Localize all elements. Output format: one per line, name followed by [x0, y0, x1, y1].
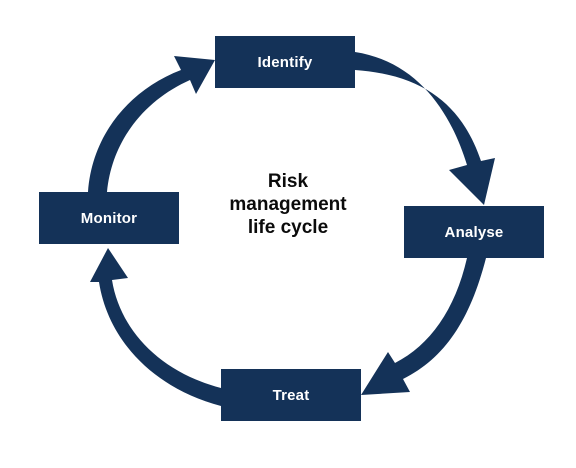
center-title-line-2: management [229, 194, 347, 215]
stage-box-identify: Identify [215, 36, 355, 88]
center-title: Risk management life cycle [178, 170, 398, 239]
stage-label-analyse: Analyse [444, 223, 504, 241]
stage-box-monitor: Monitor [39, 192, 179, 244]
stage-box-analyse: Analyse [404, 206, 544, 258]
center-title-line-1: Risk [267, 171, 309, 192]
arrow-identify-to-analyse [355, 52, 495, 205]
arrow-treat-to-monitor [90, 248, 221, 406]
center-title-line-3: life cycle [247, 217, 329, 238]
arrow-monitor-to-identify [88, 56, 215, 192]
stage-label-identify: Identify [257, 53, 313, 71]
stage-label-treat: Treat [272, 386, 310, 404]
stage-box-treat: Treat [221, 369, 361, 421]
stage-label-monitor: Monitor [80, 209, 138, 227]
arrow-analyse-to-treat [361, 258, 486, 395]
